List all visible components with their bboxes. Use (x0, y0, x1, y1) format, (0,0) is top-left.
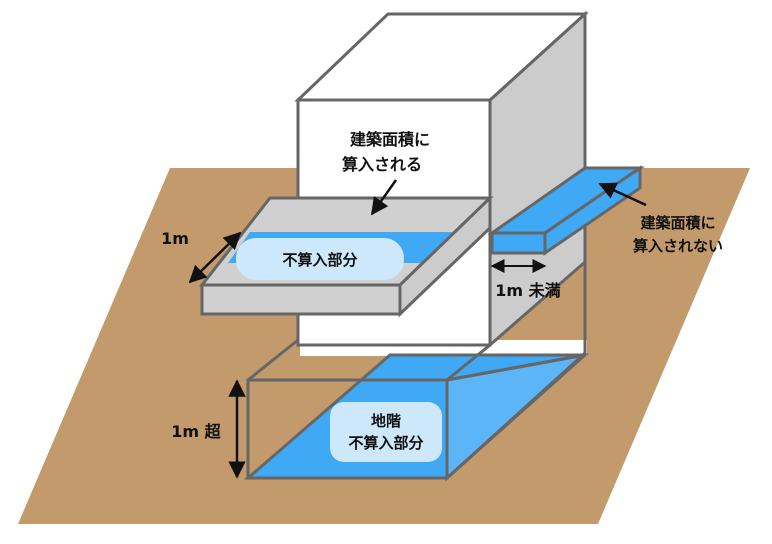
eave-front (490, 231, 547, 255)
balcony-pill (236, 238, 404, 280)
basement-label-line1: 地階 (371, 412, 401, 430)
excluded-label-line1: 建築面積に (640, 214, 715, 232)
included-label-line1: 建築面積に (350, 130, 430, 149)
balcony-depth-label: 1m (161, 229, 189, 248)
basement-pill (330, 402, 442, 462)
included-label-line2: 算入される (342, 155, 422, 174)
basement-top-edge (446, 353, 586, 382)
balcony-front-face (200, 283, 402, 316)
basement-height-label: 1m 超 (171, 422, 221, 441)
double-arrow-icon (188, 231, 242, 284)
balcony-excluded-label: 不算入部分 (282, 251, 357, 269)
basement-front-frame (246, 378, 449, 480)
basement-label-line2: 不算入部分 (348, 434, 423, 452)
arrow-icon (370, 179, 398, 216)
basement-back-edge (247, 338, 299, 382)
building-lower-edge (446, 343, 491, 382)
excluded-label-line2: 算入されない (633, 237, 723, 255)
arrow-icon (598, 182, 647, 207)
eave-depth-label: 1m 未満 (495, 281, 560, 300)
balcony (198, 194, 494, 318)
